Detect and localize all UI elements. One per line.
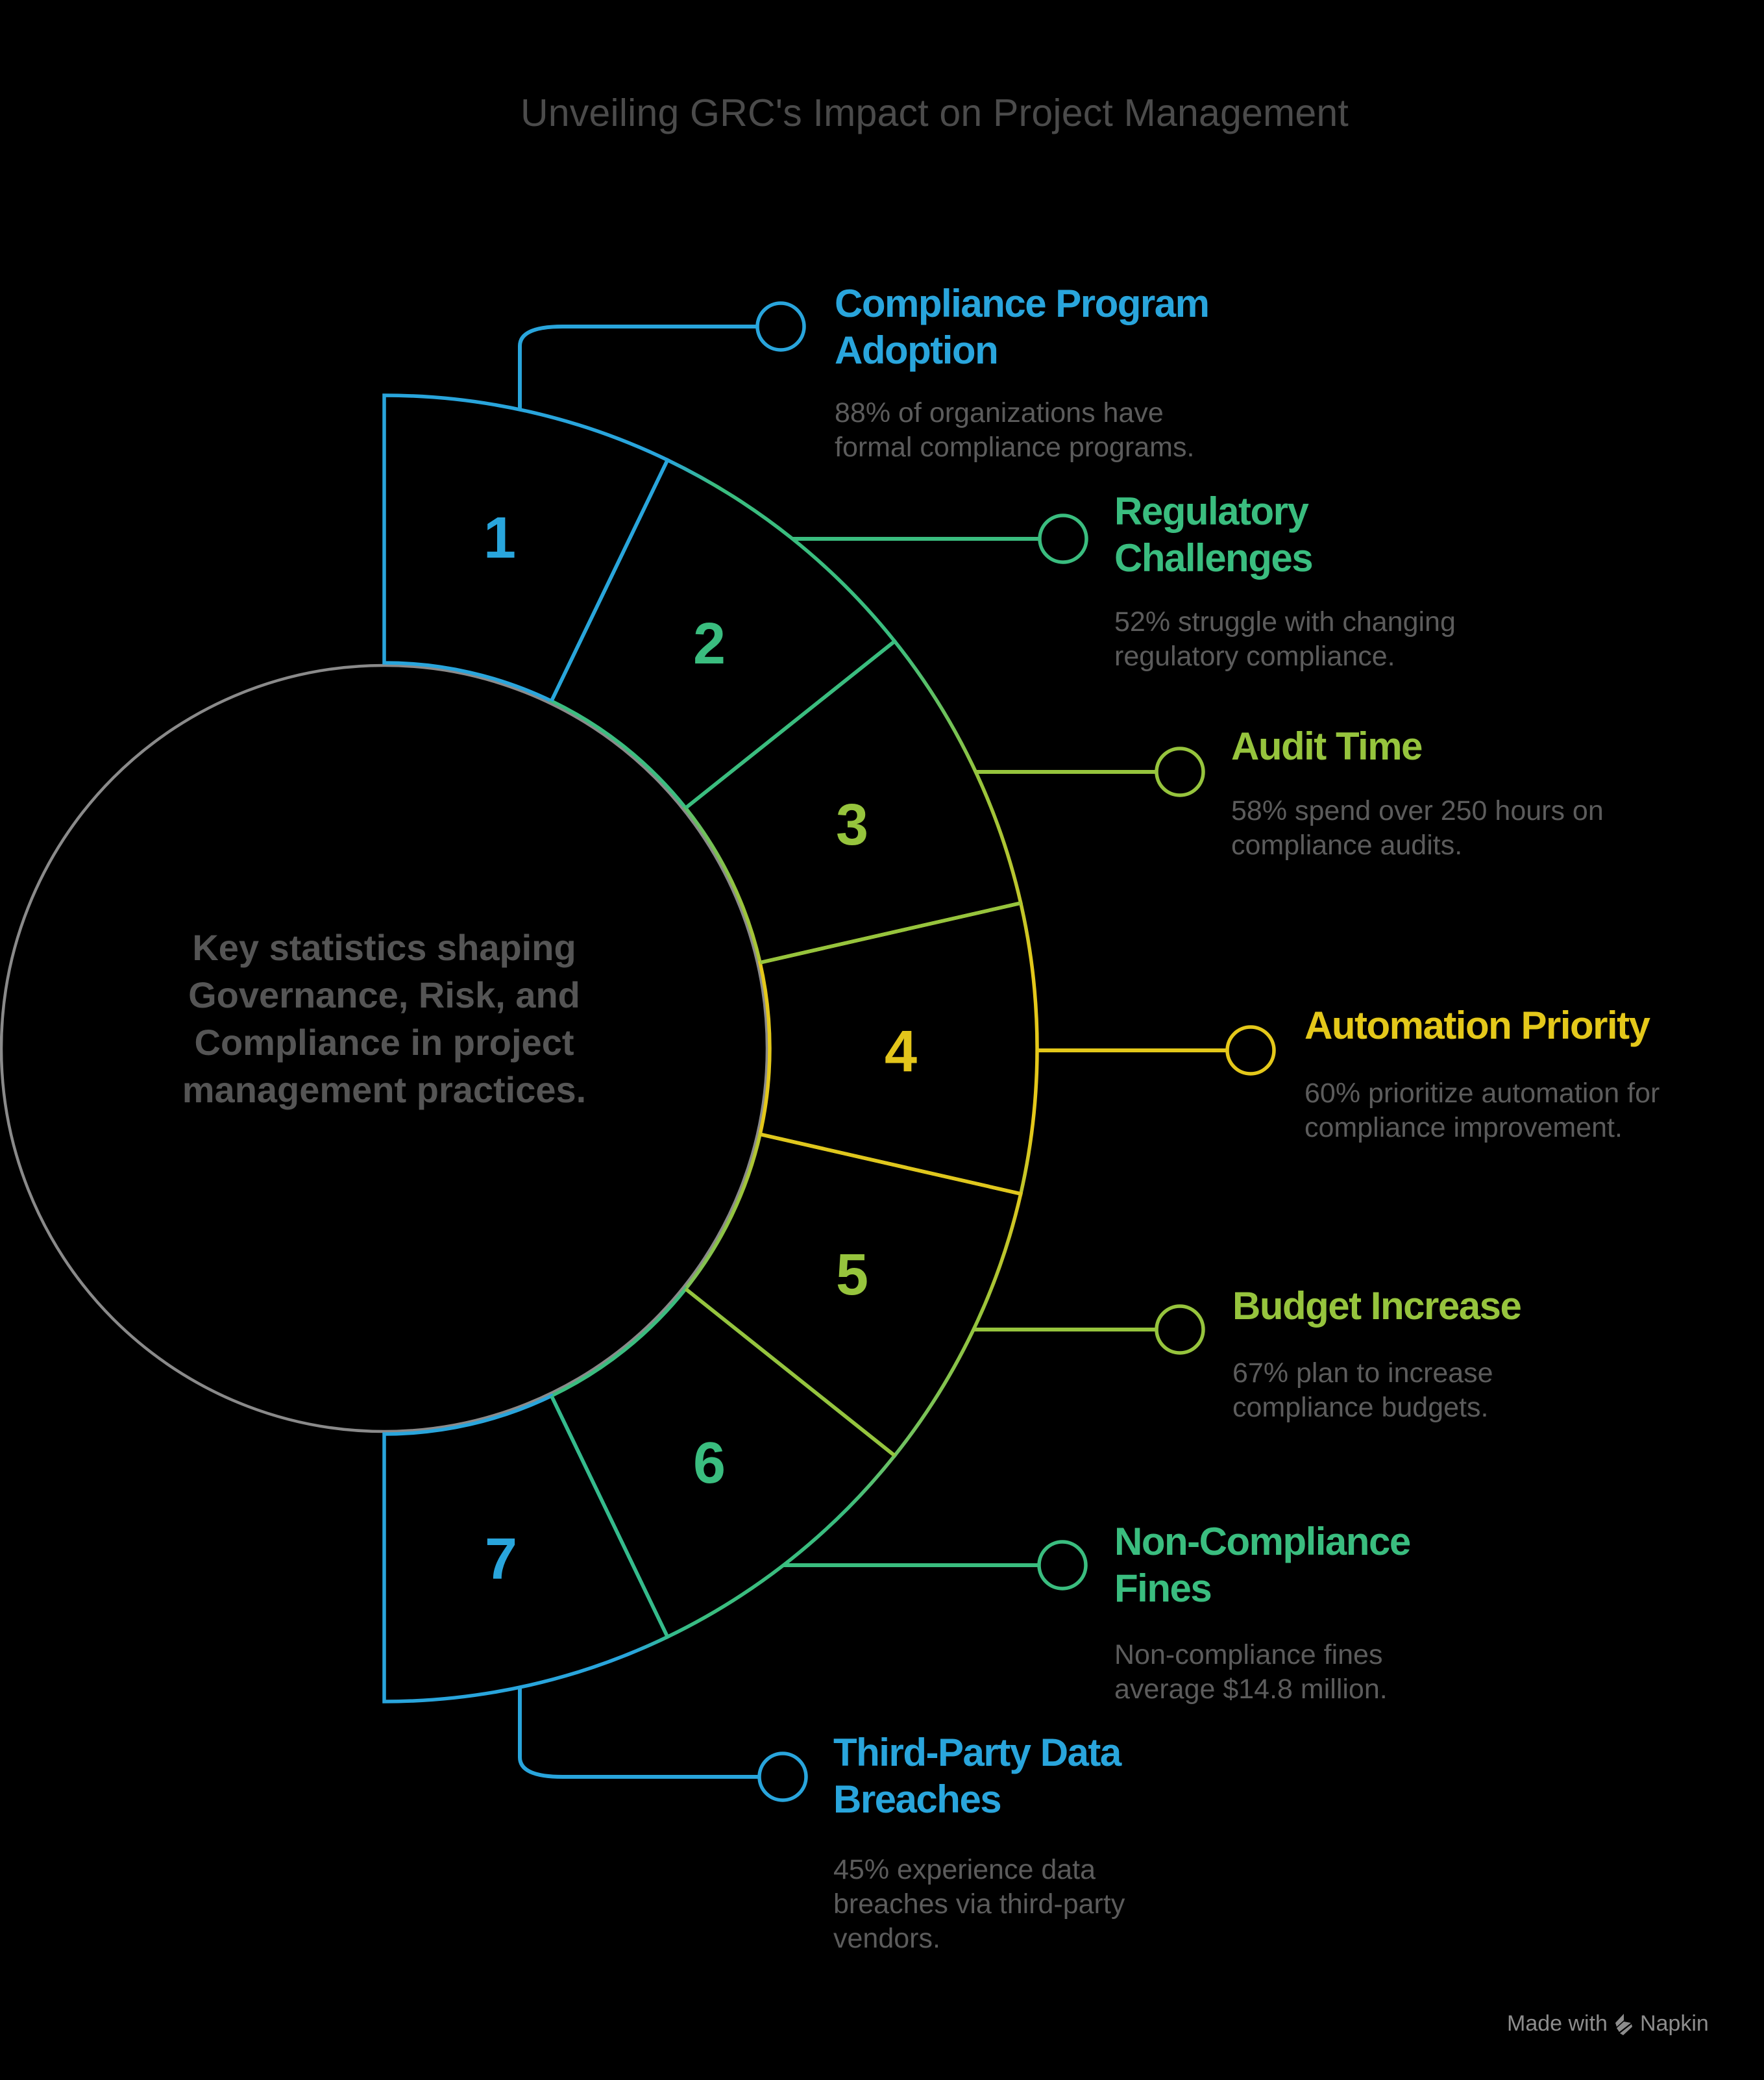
svg-text:1: 1 xyxy=(484,506,516,571)
svg-text:7: 7 xyxy=(485,1527,517,1592)
svg-text:2: 2 xyxy=(693,612,726,676)
svg-text:6: 6 xyxy=(693,1431,726,1496)
svg-text:5: 5 xyxy=(836,1243,868,1307)
svg-text:4: 4 xyxy=(885,1019,917,1084)
svg-text:3: 3 xyxy=(836,793,868,858)
